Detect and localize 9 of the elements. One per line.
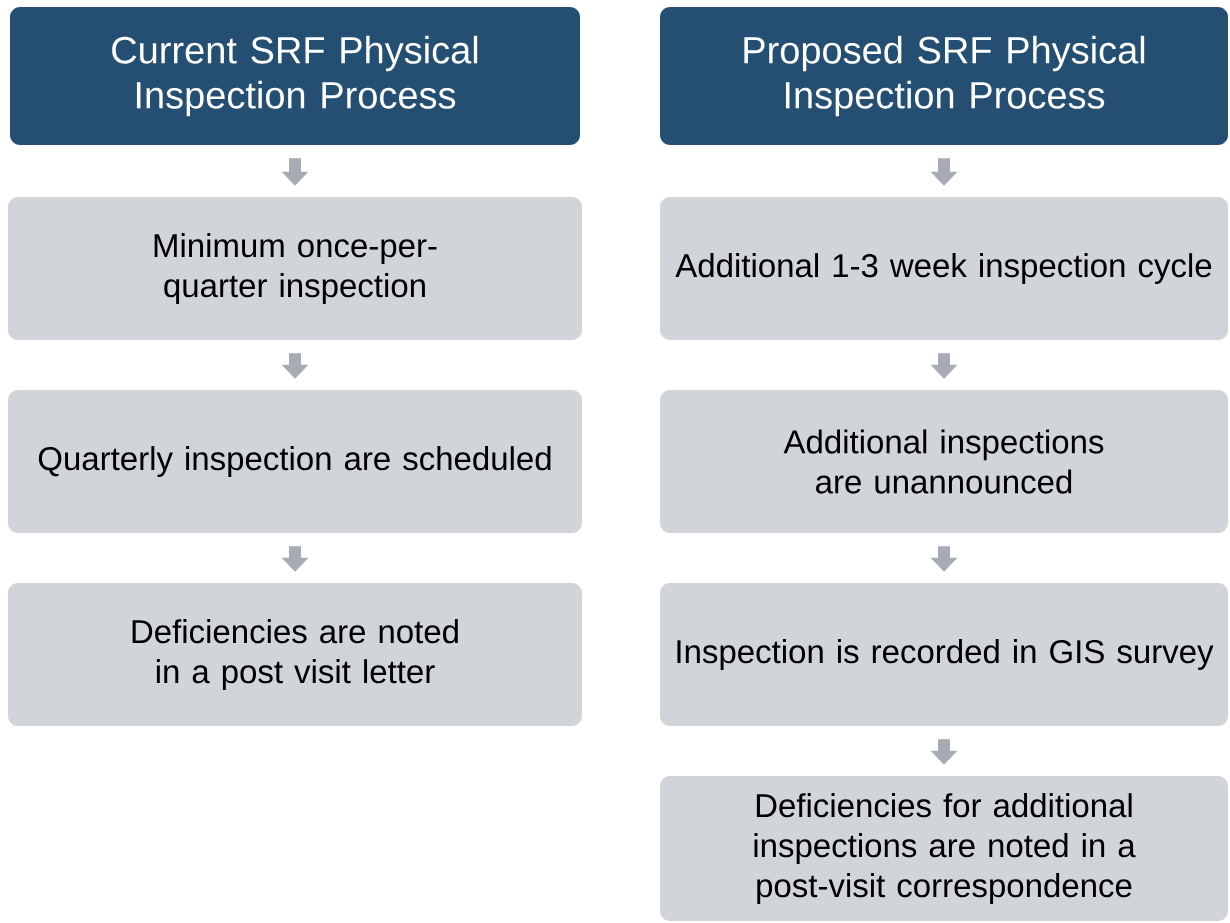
title-box: Proposed SRF Physical Inspection Process	[660, 7, 1228, 145]
process-box: Additional inspections are unannounced	[660, 390, 1228, 533]
process-box: Additional 1-3 week inspection cycle	[660, 197, 1228, 340]
title-box: Current SRF Physical Inspection Process	[10, 7, 580, 145]
process-box: Minimum once-per-quarter inspection	[8, 197, 582, 340]
process-box: Quarterly inspection are scheduled	[8, 390, 582, 533]
process-box: Deficiencies are noted in a post visit letter	[8, 583, 582, 726]
process-box: Deficiencies for additional inspections are noted in a post-visit correspondence	[660, 776, 1228, 921]
process-box: Inspection is recorded in GIS survey	[660, 583, 1228, 726]
